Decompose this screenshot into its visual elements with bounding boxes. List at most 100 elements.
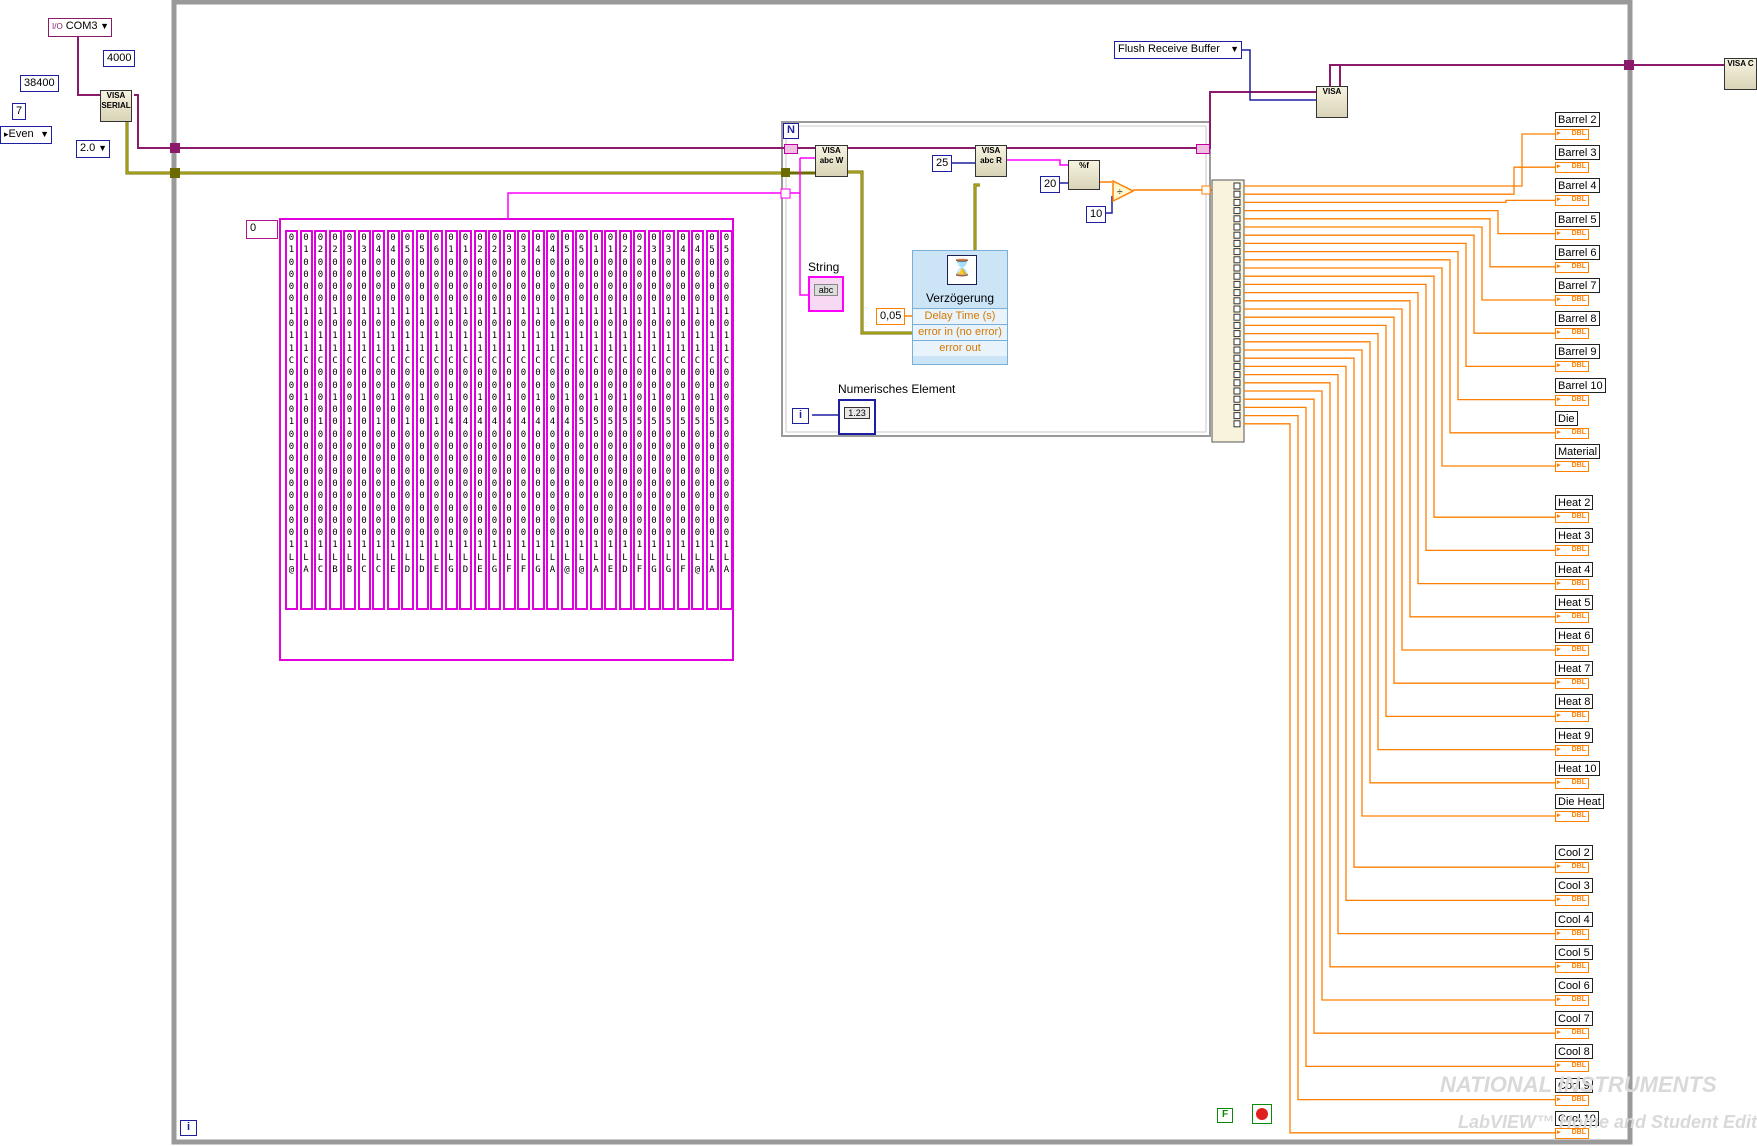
divisor-constant[interactable]: 10 [1086,206,1107,223]
data-bits-constant[interactable]: 7 [12,103,27,120]
indicator-label: Die [1555,410,1578,426]
dbl-indicator[interactable]: DBL [1555,1094,1589,1106]
dbl-indicator[interactable]: DBL [1555,512,1589,524]
flush-mode-value: Flush Receive Buffer [1118,43,1220,55]
dbl-indicator[interactable]: DBL [1555,361,1589,373]
dbl-indicator[interactable]: DBL [1555,129,1589,140]
visa-configure-serial-icon[interactable]: VISA SERIAL [100,90,132,122]
unbundle-terminal [1233,215,1241,223]
for-loop-count-terminal[interactable]: N [783,123,799,139]
offset-constant[interactable]: 20 [1040,176,1061,193]
delay-time-row[interactable]: Delay Time (s) [913,308,1007,324]
dbl-indicator[interactable]: DBL [1555,578,1589,590]
dbl-indicator[interactable]: DBL [1555,611,1589,623]
dbl-indicator[interactable]: DBL [1555,1127,1589,1139]
visa-resource-constant[interactable]: I/O COM3▼ [48,18,112,37]
dbl-indicator[interactable]: DBL [1555,895,1589,907]
dbl-indicator[interactable]: DBL [1555,928,1589,940]
dbl-indicator[interactable]: DBL [1555,711,1589,723]
string-indicator[interactable]: abc [808,276,844,312]
dbl-indicator[interactable]: DBL [1555,328,1589,340]
numeric-indicator[interactable]: 1.23 [838,399,876,435]
dbl-indicator[interactable]: DBL [1555,461,1589,472]
array-index-display[interactable]: 0 [246,220,278,239]
dbl-indicator[interactable]: DBL [1555,678,1589,690]
dbl-indicator[interactable]: DBL [1555,162,1589,174]
dbl-indicator[interactable]: DBL [1555,427,1589,439]
dbl-indicator[interactable]: DBL [1555,1028,1589,1040]
dbl-indicator[interactable]: DBL [1555,545,1589,557]
dbl-indicator[interactable]: DBL [1555,777,1589,789]
visa-write-icon[interactable]: VISA abc W [815,145,848,177]
false-constant[interactable]: F [1217,1108,1233,1123]
dbl-indicator[interactable]: DBL [1555,394,1589,406]
unbundle-terminal [1233,362,1241,370]
divide-icon[interactable]: ÷ [1112,179,1135,203]
dbl-indicator[interactable]: DBL [1555,811,1589,822]
dbl-indicator[interactable]: DBL [1555,645,1589,656]
labview-edition-watermark: LabVIEW™ Home and Student Edition [1458,1112,1757,1132]
dbl-indicator[interactable]: DBL [1555,744,1589,756]
dbl-indicator[interactable]: DBL [1555,261,1589,273]
indicator-label: Heat 4 [1555,561,1594,577]
flush-mode-ring[interactable]: Flush Receive Buffer▼ [1114,41,1242,59]
visa-close-icon[interactable]: VISA C [1724,58,1757,90]
error-in-row[interactable]: error in (no error) [913,324,1007,340]
dbl-indicator[interactable]: DBL [1555,862,1589,874]
data-bits-value: 7 [16,105,23,117]
visa-flush-icon[interactable]: VISA [1316,86,1348,118]
dbl-indicator[interactable]: DBL [1555,1061,1589,1073]
error-out-row[interactable]: error out [913,340,1007,356]
dbl-indicator[interactable]: DBL [1555,295,1589,306]
dbl-indicator[interactable]: DBL [1555,195,1589,207]
delay-express-vi[interactable]: ⌛ Verzögerung Delay Time (s) error in (n… [912,250,1008,365]
visa-read-icon[interactable]: VISA abc R [975,145,1007,177]
dbl-indicator[interactable]: DBL [1555,228,1589,240]
scan-from-string-icon[interactable]: %f [1068,160,1100,190]
indicator-wire [1244,242,1555,368]
timeout-constant[interactable]: 4000 [103,50,136,67]
dbl-indicator[interactable]: DBL [1555,961,1589,973]
dbl-indicator[interactable]: DBL [1555,995,1589,1006]
indicator-wire [1244,324,1555,718]
byte-count-constant[interactable]: 25 [932,155,953,172]
stop-condition-icon[interactable] [1252,1104,1272,1124]
parity-ring[interactable]: ▸Even▼ [0,126,52,144]
stop-bits-ring[interactable]: 2.0▼ [76,140,110,158]
baud-rate-constant[interactable]: 38400 [20,75,59,92]
delay-time-constant[interactable]: 0,05 [876,308,906,325]
indicator-label: Cool 5 [1555,944,1593,960]
